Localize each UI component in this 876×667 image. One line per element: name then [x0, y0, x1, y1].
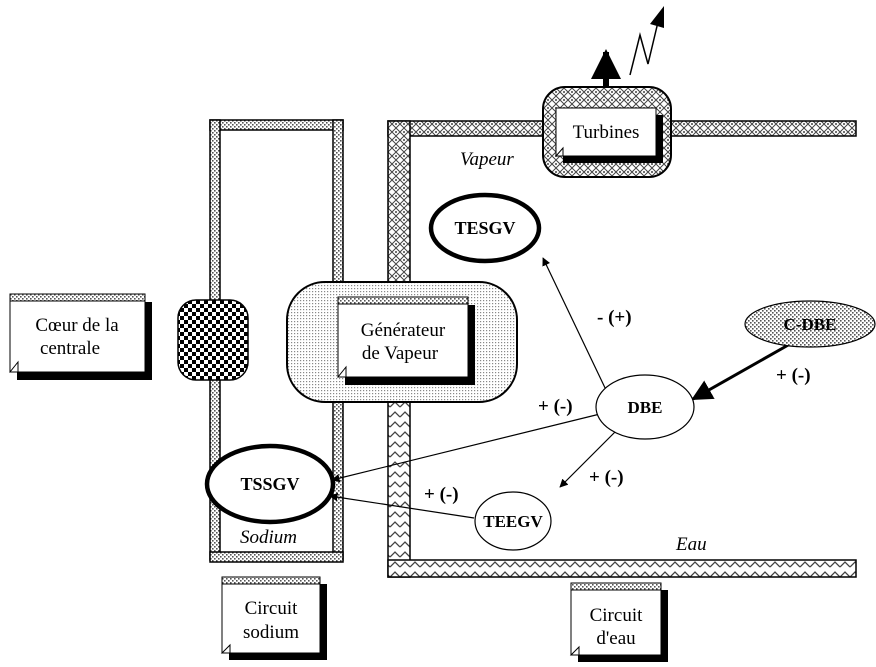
edge-dbe-to-tssgv: [331, 413, 601, 483]
circuit-sodium-label-line1: Circuit: [245, 598, 298, 619]
generateur-note: Générateur de Vapeur: [336, 296, 475, 385]
edge-dbe-to-teegv: [559, 431, 616, 488]
edge-cdbe-to-dbe: [691, 342, 791, 401]
circuit-eau-note: Circuit d'eau: [569, 582, 668, 662]
turbines-label: Turbines: [573, 122, 640, 143]
node-tssgv: TSSGV: [204, 443, 336, 525]
circuit-eau-label-line1: Circuit: [590, 605, 643, 626]
edge-dbe-to-tesgv: [542, 257, 608, 393]
node-tesgv: TESGV: [428, 192, 542, 264]
coeur-note: Cœur de la centrale: [8, 293, 152, 380]
circuit-sodium-label-line2: sodium: [243, 622, 299, 643]
electricity-zigzag-icon: [629, 21, 659, 76]
edge-label-dbe-tssgv: + (-): [538, 396, 573, 417]
turbines-note: Turbines: [554, 107, 663, 163]
node-cdbe-label: C-DBE: [784, 315, 837, 334]
eau-label: Eau: [675, 534, 707, 555]
electricity-arrowhead: [650, 6, 664, 28]
generateur-label-line2: de Vapeur: [362, 343, 439, 364]
node-teegv: TEEGV: [474, 491, 552, 551]
node-tesgv-label: TESGV: [454, 218, 515, 238]
coeur-label-line1: Cœur de la: [35, 315, 119, 336]
circuit-sodium-note: Circuit sodium: [220, 576, 327, 660]
node-dbe-label: DBE: [628, 398, 663, 417]
edge-label-cdbe-dbe: + (-): [776, 365, 811, 386]
node-teegv-label: TEEGV: [483, 512, 543, 531]
edge-label-dbe-tesgv: - (+): [597, 307, 632, 328]
node-cdbe: C-DBE: [744, 300, 876, 348]
reactor-core: [177, 299, 249, 381]
node-dbe: DBE: [595, 374, 695, 440]
coeur-label-line2: centrale: [40, 338, 100, 359]
vapeur-label: Vapeur: [460, 149, 514, 170]
generateur-label-line1: Générateur: [361, 320, 446, 341]
circuit-eau-label-line2: d'eau: [596, 628, 636, 649]
edge-label-dbe-teegv: + (-): [589, 467, 624, 488]
sodium-label: Sodium: [240, 527, 297, 548]
edge-label-teegv-tssgv: + (-): [424, 484, 459, 505]
node-tssgv-label: TSSGV: [240, 474, 299, 494]
edge-teegv-to-tssgv: [329, 492, 475, 519]
